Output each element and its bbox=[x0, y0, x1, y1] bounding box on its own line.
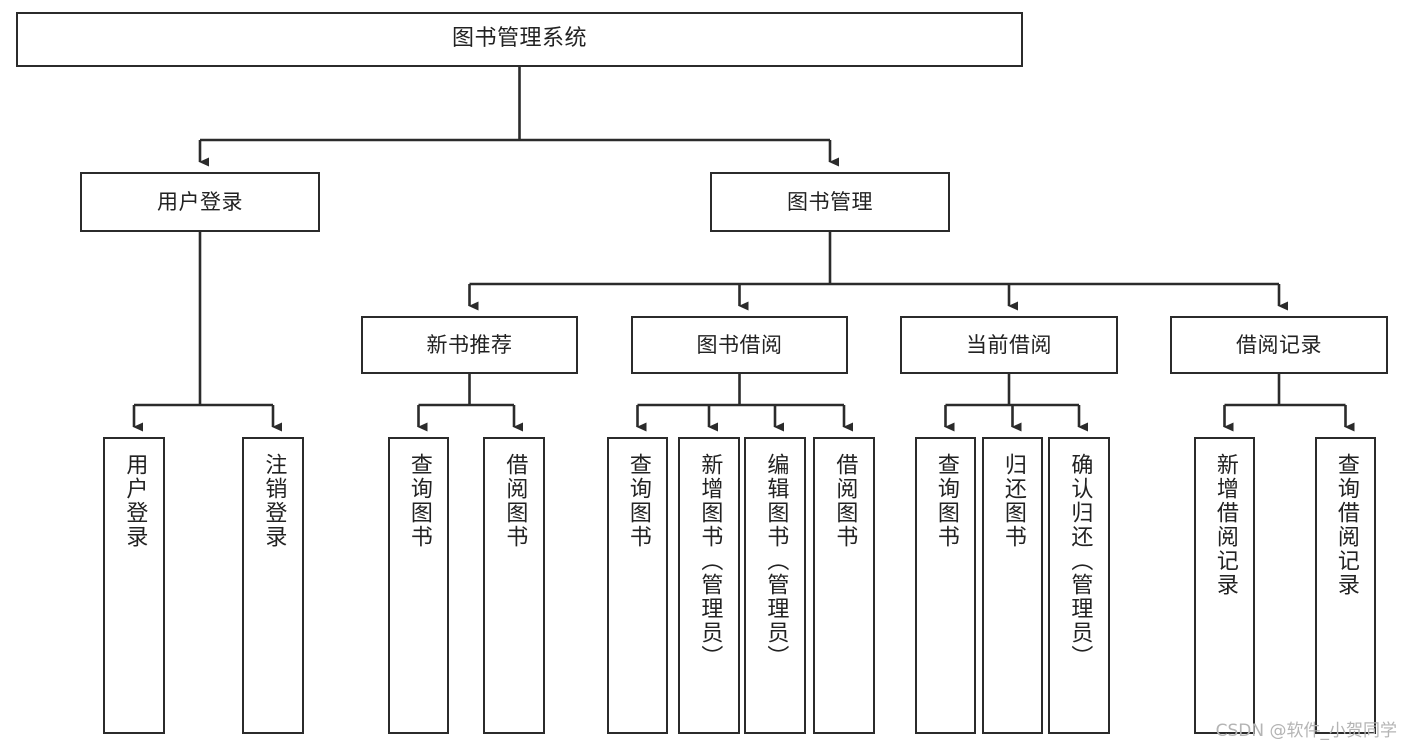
node-leaf-query-book-current[interactable]: 查询图书 bbox=[915, 437, 976, 734]
node-leaf-user-login[interactable]: 用户登录 bbox=[103, 437, 165, 734]
node-label-leaf-add-borrow-record: 新增借阅记录 bbox=[1212, 453, 1238, 597]
node-label-root: 图书管理系统 bbox=[451, 26, 587, 52]
node-new-book-recommend[interactable]: 新书推荐 bbox=[361, 316, 578, 374]
node-leaf-return-book[interactable]: 归还图书 bbox=[982, 437, 1043, 734]
node-leaf-query-book-rec[interactable]: 查询图书 bbox=[388, 437, 449, 734]
node-leaf-add-borrow-record[interactable]: 新增借阅记录 bbox=[1194, 437, 1255, 734]
node-label-leaf-edit-book: 编辑图书（管理员） bbox=[763, 453, 789, 669]
node-label-leaf-query-borrow-record: 查询借阅记录 bbox=[1333, 453, 1359, 597]
node-current-borrow[interactable]: 当前借阅 bbox=[900, 316, 1118, 374]
node-book-borrow[interactable]: 图书借阅 bbox=[631, 316, 848, 374]
node-leaf-logout[interactable]: 注销登录 bbox=[242, 437, 304, 734]
node-label-leaf-user-login: 用户登录 bbox=[122, 453, 148, 549]
node-label-leaf-confirm-return: 确认归还（管理员） bbox=[1067, 453, 1093, 669]
node-leaf-confirm-return[interactable]: 确认归还（管理员） bbox=[1048, 437, 1110, 734]
node-root[interactable]: 图书管理系统 bbox=[16, 12, 1023, 67]
csdn-watermark: CSDN @软件_小贺同学 bbox=[1215, 721, 1397, 741]
node-user-login[interactable]: 用户登录 bbox=[80, 172, 320, 232]
node-leaf-query-borrow-record[interactable]: 查询借阅记录 bbox=[1315, 437, 1376, 734]
node-label-new-book-recommend: 新书推荐 bbox=[426, 332, 513, 357]
node-label-leaf-add-book: 新增图书（管理员） bbox=[697, 453, 723, 669]
node-label-borrow-record: 借阅记录 bbox=[1236, 332, 1322, 357]
node-label-leaf-borrow-book-rec: 借阅图书 bbox=[502, 453, 528, 549]
node-leaf-edit-book[interactable]: 编辑图书（管理员） bbox=[744, 437, 806, 734]
node-label-book-management: 图书管理 bbox=[787, 189, 873, 214]
node-leaf-borrow-book[interactable]: 借阅图书 bbox=[813, 437, 875, 734]
node-label-user-login: 用户登录 bbox=[157, 189, 243, 214]
node-borrow-record[interactable]: 借阅记录 bbox=[1170, 316, 1388, 374]
node-label-leaf-return-book: 归还图书 bbox=[1000, 453, 1026, 549]
node-label-current-borrow: 当前借阅 bbox=[966, 332, 1052, 357]
node-label-leaf-query-book-current: 查询图书 bbox=[933, 453, 959, 549]
node-leaf-query-book-borrow[interactable]: 查询图书 bbox=[607, 437, 668, 734]
node-leaf-borrow-book-rec[interactable]: 借阅图书 bbox=[483, 437, 545, 734]
node-leaf-add-book[interactable]: 新增图书（管理员） bbox=[678, 437, 740, 734]
node-label-leaf-borrow-book: 借阅图书 bbox=[832, 453, 858, 549]
node-label-leaf-query-book-rec: 查询图书 bbox=[406, 453, 432, 549]
node-label-leaf-logout: 注销登录 bbox=[261, 453, 287, 549]
node-label-leaf-query-book-borrow: 查询图书 bbox=[625, 453, 651, 549]
node-book-management[interactable]: 图书管理 bbox=[710, 172, 950, 232]
node-label-book-borrow: 图书借阅 bbox=[696, 332, 783, 357]
